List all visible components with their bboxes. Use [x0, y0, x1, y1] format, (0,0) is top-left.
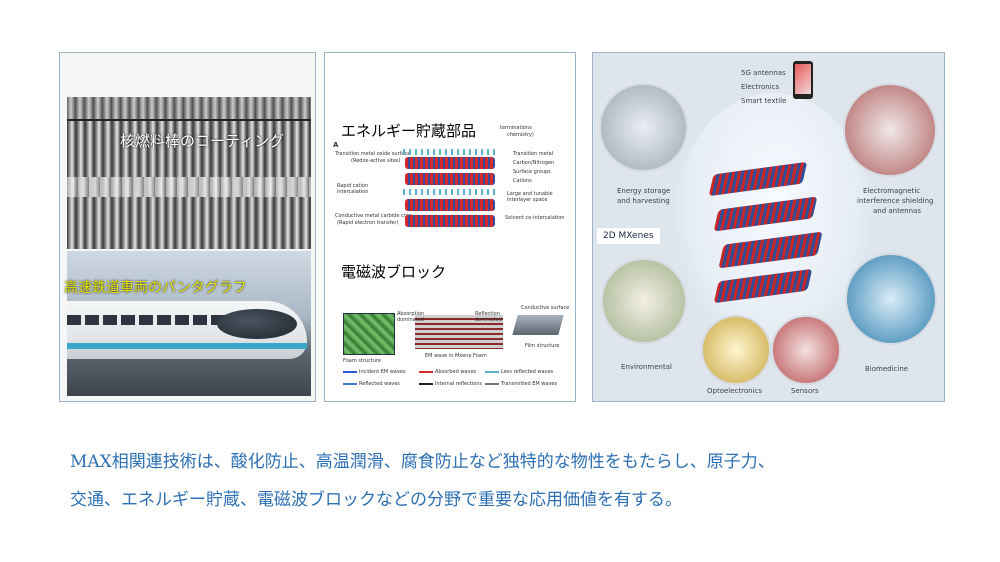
less-reflected-label: Less reflected waves [501, 369, 554, 375]
environmental-bubble [601, 258, 687, 344]
applications-photo-panel: 核燃料棒のコーティング 高速鉄道車両のパンタグラフ [59, 52, 316, 402]
film-structure-label: Film structure [525, 343, 560, 349]
mxenes-applications-panel: 2D MXenes 5G antennas Electronics Smart … [592, 52, 945, 402]
legend-transition-metal: Transition metal [513, 151, 554, 157]
description-line-1: MAX相関連技術は、酸化防止、高温潤滑、腐食防止など独特的な物性をもたらし、原子… [70, 452, 775, 472]
reflected-wave-swatch [343, 383, 357, 385]
reflection-label: Reflection [475, 311, 500, 317]
redox-label: (Redox-active sites) [351, 158, 401, 164]
solvent-label: Solvent co-intercalation [505, 215, 565, 221]
reflection-label-2: dominated [475, 317, 502, 323]
emi-label-3: and antennas [873, 207, 921, 215]
conductive-surface-label: Conductive surface [521, 305, 570, 311]
mxene-layer-4 [405, 215, 495, 227]
surface-groups-row [403, 149, 495, 155]
tm-oxide-label: Transition metal oxide surface [335, 151, 411, 157]
absorption-label-2: dominated [397, 317, 424, 323]
sensors-bubble [771, 315, 841, 385]
emi-bubble [843, 83, 937, 177]
absorption-label: Absorption [397, 311, 425, 317]
biomedicine-bubble [845, 253, 937, 345]
emi-label-2: interference shielding [857, 197, 934, 205]
terminations-label: terminations [500, 125, 532, 131]
em-blocking-title: 電磁波ブロック [341, 263, 447, 281]
legend-surface-groups: Surface groups [513, 169, 551, 175]
absorbed-wave-swatch [419, 371, 433, 373]
film-structure-graphic [512, 315, 564, 335]
cations-row [403, 189, 495, 195]
energy-label-2: and harvesting [617, 197, 670, 205]
energy-label: Energy storage [617, 187, 671, 195]
energy-storage-title: エネルギー貯蔵部品 [341, 122, 477, 140]
intercalation-label: intercalation [337, 189, 369, 195]
pantograph-caption: 高速鉄道車両のパンタグラフ [64, 280, 247, 296]
rapid-electron-label: (Rapid electron transfer) [337, 220, 399, 226]
incident-label: Incident EM waves [359, 369, 406, 375]
mxene-layer-3 [405, 199, 495, 211]
rapid-cation-label: Rapid cation [337, 183, 369, 189]
interlayer-label-2: interlayer space [507, 197, 548, 203]
diagram-letter: A [333, 141, 339, 149]
mxene-foam-graphic [415, 315, 503, 349]
optoelectronics-bubble [701, 315, 771, 385]
transmitted-label: Transmitted EM waves [501, 381, 558, 387]
internal-wave-swatch [419, 383, 433, 385]
smart-textile-label: Smart textile [741, 97, 787, 105]
high-speed-train-photo [67, 251, 311, 396]
mxene-layer-1 [405, 157, 495, 169]
transmitted-wave-swatch [485, 383, 499, 385]
less-reflected-swatch [485, 371, 499, 373]
smartphone-icon [793, 61, 813, 99]
foam-structure-graphic [343, 313, 395, 355]
mxenes-title: 2D MXenes [597, 228, 660, 244]
chemistry-label: chemistry) [507, 132, 534, 138]
legend-cations: Cations [513, 178, 532, 184]
incident-wave-swatch [343, 371, 357, 373]
mxene-layer-2 [405, 173, 495, 185]
fuel-rod-photo [67, 97, 311, 249]
sensors-label: Sensors [791, 387, 819, 395]
absorbed-label: Absorbed waves [435, 369, 477, 375]
fuel-rod-caption: 核燃料棒のコーティング [120, 132, 285, 150]
em-wave-label: EM wave in Mxene Foam [425, 353, 487, 359]
description-line-2: 交通、エネルギー貯蔵、電磁波ブロックなどの分野で重要な応用価値を有する。 [70, 490, 682, 510]
emi-label: Electromagnetic [863, 187, 921, 195]
energy-storage-bubble [599, 83, 688, 172]
reflected-label: Reflected waves [359, 381, 400, 387]
environmental-label: Environmental [621, 363, 672, 371]
optoelectronics-label: Optoelectronics [707, 387, 763, 395]
legend-carbon-nitrogen: Carbon/Nitrogen [513, 160, 555, 166]
electronics-label: Electronics [741, 83, 780, 91]
mxene-diagram-panel: エネルギー貯蔵部品 terminations chemistry) A Tran… [324, 52, 576, 402]
biomedicine-label: Biomedicine [865, 365, 909, 373]
interlayer-label: Large and tunable [507, 191, 553, 197]
antennas-label: 5G antennas [741, 69, 786, 77]
foam-structure-label: Foam structure [343, 358, 381, 364]
internal-label: Internal reflections [435, 381, 483, 387]
conductive-core-label: Conductive metal carbide core [335, 213, 412, 219]
